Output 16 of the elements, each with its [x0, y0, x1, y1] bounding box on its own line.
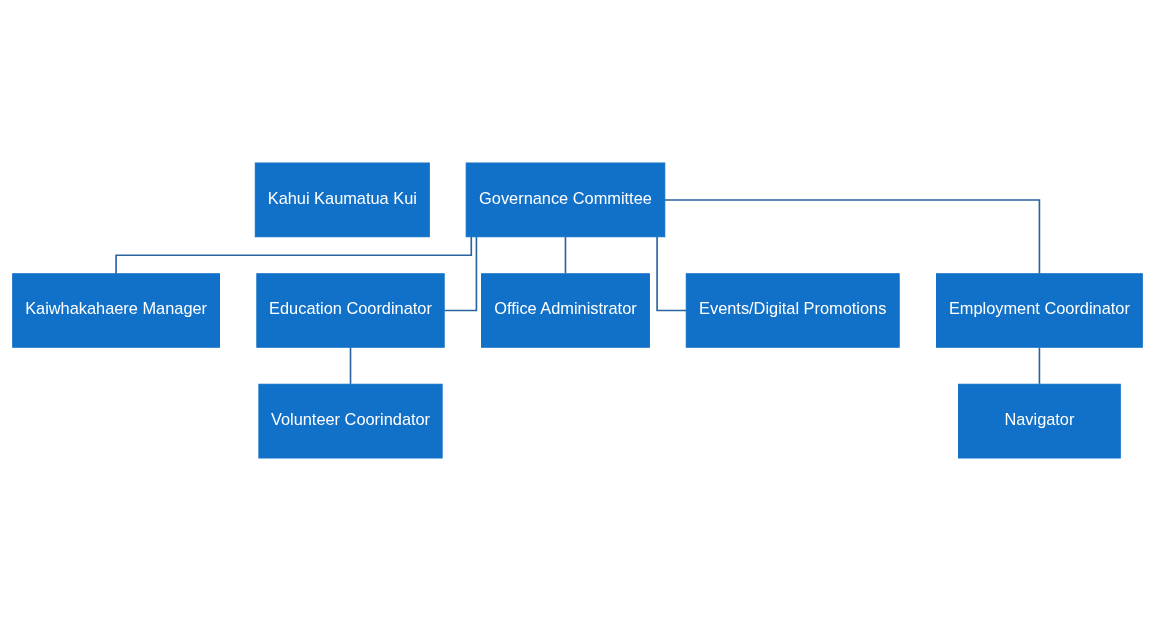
connector [656, 235, 687, 311]
node-box: Kahui Kaumatua Kui [254, 162, 430, 237]
node-box: Education Coordinator [256, 272, 445, 348]
connector [349, 346, 352, 385]
node-box: Employment Coordinator [936, 272, 1143, 348]
node-box: Governance Committee [465, 162, 666, 237]
node-box: Office Administrator [481, 272, 650, 348]
node-box: Volunteer Coorindator [258, 383, 443, 458]
connector [664, 198, 1041, 274]
connector [1038, 346, 1041, 385]
node-box: Events/Digital Promotions [685, 272, 900, 348]
connector [115, 235, 473, 274]
node-box: Kaiwhakahaere Manager [12, 272, 220, 348]
connector [443, 235, 478, 311]
node-box: Navigator [958, 383, 1121, 458]
connector [564, 235, 567, 274]
